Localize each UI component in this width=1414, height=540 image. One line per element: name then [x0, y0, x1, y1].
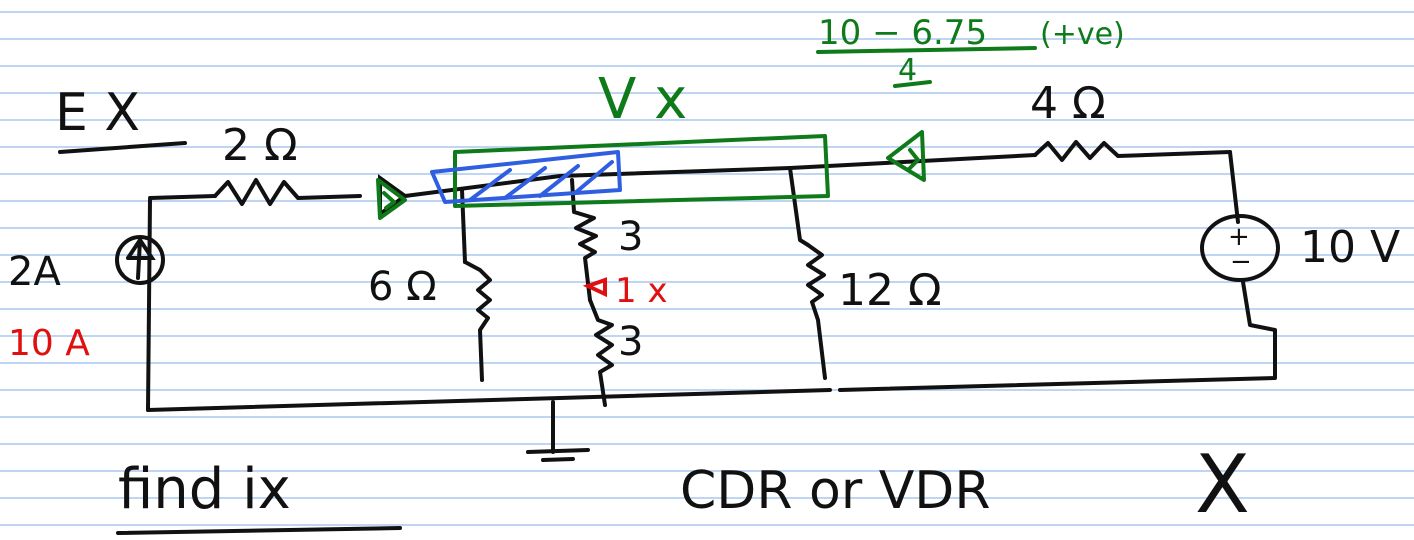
resistor-2-ohm [213, 178, 362, 206]
current-source-2a [115, 235, 165, 285]
blue-hatch-box [430, 150, 622, 204]
green-numerator: 10 − 6.75 [818, 13, 987, 53]
ix-label: 1 x [615, 271, 668, 311]
voltage-plus: + [1228, 222, 1250, 252]
resistor-2-label: 2 Ω [222, 120, 298, 171]
cdr-vdr-label: CDR or VDR [680, 461, 990, 521]
resistor-3-bottom-label: 3 [618, 319, 643, 365]
source-10v-label: 10 V [1300, 222, 1400, 273]
vx-label: V x [598, 67, 687, 132]
example-label: E X [55, 83, 140, 143]
green-direction: (+ve) [1040, 17, 1125, 52]
resistor-4-ohm [1033, 140, 1232, 162]
circuit-wires [146, 140, 1277, 462]
big-x-mark: X [1195, 438, 1250, 531]
find-ix-label: find ix [118, 457, 291, 522]
voltage-source-10v [1200, 214, 1280, 282]
underlines [58, 141, 402, 535]
resistor-3-top-label: 3 [618, 214, 643, 260]
source-2a-label: 2A [8, 249, 61, 295]
resistor-12-ohm [806, 243, 827, 380]
source-10a-label: 10 A [8, 323, 90, 364]
resistor-12-label: 12 Ω [838, 265, 942, 316]
resistor-6-ohm [463, 260, 492, 382]
resistor-6-label: 6 Ω [368, 264, 437, 310]
notebook-rules [0, 11, 1414, 526]
resistor-3-ohm-bottom [588, 298, 614, 407]
green-denominator: 4 [898, 53, 917, 88]
resistor-4-label: 4 Ω [1030, 78, 1106, 129]
voltage-minus: − [1230, 247, 1252, 277]
green-annotations [376, 46, 1037, 220]
ix-arrow-red [582, 277, 607, 298]
vx-node-box [453, 134, 830, 208]
resistor-3-ohm-top [570, 178, 598, 302]
